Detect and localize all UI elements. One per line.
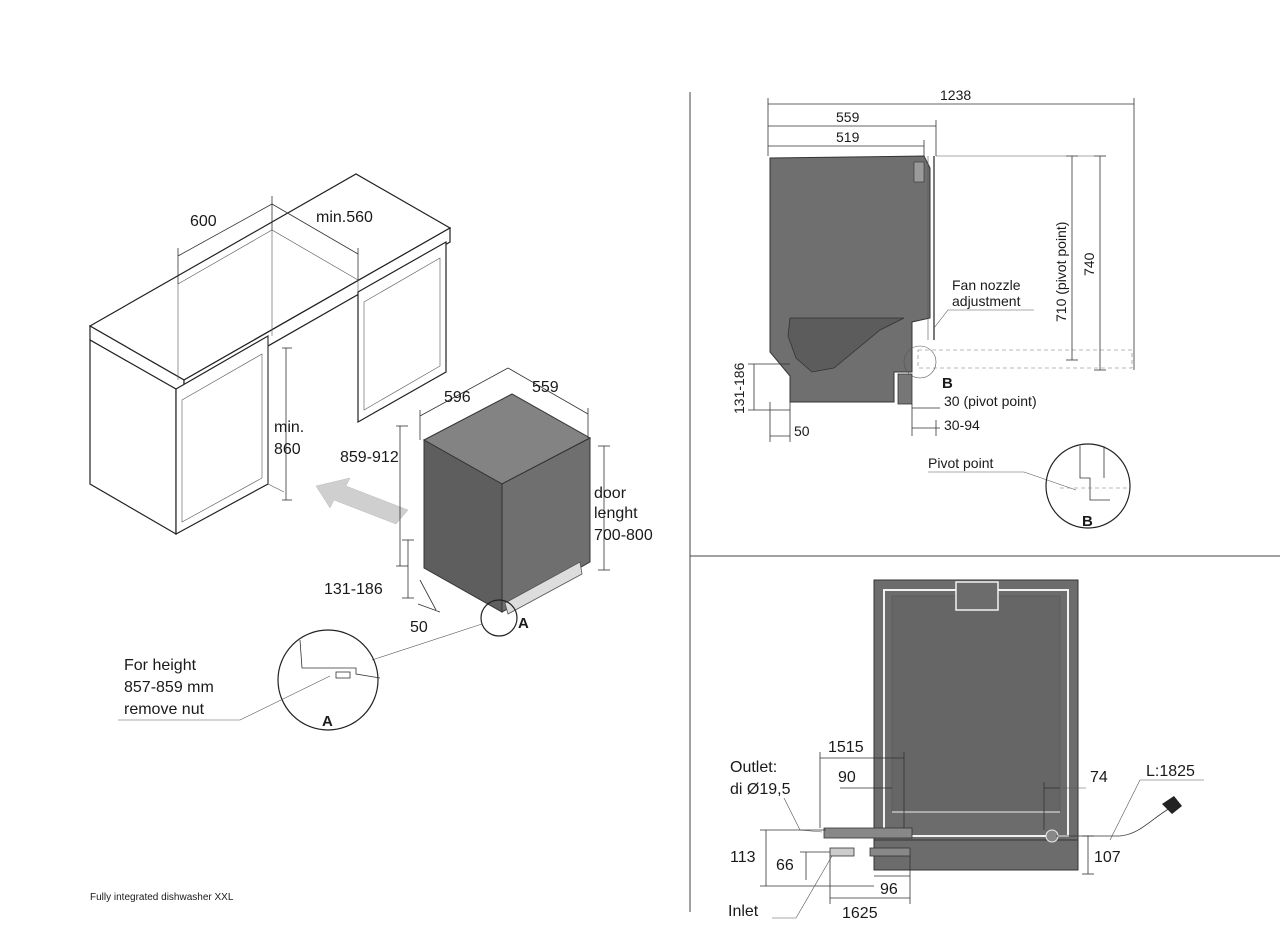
detail-b-label: B (1082, 513, 1093, 530)
dim-min: min. (274, 419, 304, 436)
outlet-line1: Outlet: (730, 759, 777, 776)
dim-740: 740 (1081, 252, 1097, 276)
dim-30-94: 30-94 (944, 417, 980, 433)
door-length-line1: door (594, 485, 627, 502)
dim-30-pivot: 30 (pivot point) (944, 393, 1037, 409)
drawing-caption: Fully integrated dishwasher XXL (90, 892, 234, 903)
dim-710: 710 (pivot point) (1053, 222, 1069, 322)
inlet-label: Inlet (728, 903, 759, 920)
dim-74: 74 (1090, 769, 1108, 786)
door-length-line3: 700-800 (594, 527, 653, 544)
detail-a-label: A (322, 713, 333, 730)
right-cabinet-door (363, 257, 441, 411)
dim-859-912: 859-912 (340, 449, 399, 466)
dim-min560: min.560 (316, 209, 373, 226)
dim-596: 596 (444, 389, 471, 406)
dim-1238: 1238 (940, 87, 971, 103)
dim-860: 860 (274, 441, 301, 458)
fan-nozzle-line1: Fan nozzle (952, 277, 1021, 293)
outlet-line2: di Ø19,5 (730, 781, 791, 798)
note-line2: 857-859 mm (124, 679, 214, 696)
note-line1: For height (124, 657, 197, 674)
dim-66: 66 (776, 857, 794, 874)
dim-559: 559 (532, 379, 559, 396)
side-body (769, 155, 931, 403)
dim-559-side: 559 (836, 109, 860, 125)
dim-1515: 1515 (828, 739, 864, 756)
left-cabinet-door (181, 353, 263, 523)
dim-519: 519 (836, 129, 860, 145)
detail-b-circle (1045, 443, 1131, 529)
door-length-line2: lenght (594, 505, 638, 522)
dim-131-186-side: 131-186 (731, 362, 747, 414)
pivot-point-label: Pivot point (928, 455, 993, 471)
detail-a-circle (277, 629, 379, 731)
dim-600: 600 (190, 213, 217, 230)
dim-131-186: 131-186 (324, 581, 383, 598)
dim-113: 113 (730, 849, 756, 866)
dishwasher-plinth (504, 561, 583, 615)
back-view: 1515 90 74 Outlet: di Ø19,5 L:1825 113 6… (728, 579, 1204, 922)
dim-107: 107 (1094, 849, 1121, 866)
marker-b: B (942, 375, 953, 392)
detail-marker-a (480, 599, 518, 637)
marker-a: A (518, 615, 529, 632)
note-line3: remove nut (124, 701, 205, 718)
insert-arrow (315, 477, 409, 525)
dim-50: 50 (410, 619, 428, 636)
side-view: 1238 559 519 B 710 (pivot point) 740 F (731, 87, 1135, 530)
dim-l1825: L:1825 (1146, 763, 1195, 780)
dim-96: 96 (880, 881, 898, 898)
dim-50-side: 50 (794, 423, 810, 439)
isometric-view: 600 min.560 min. 860 596 559 859-912 (88, 173, 653, 731)
dim-90: 90 (838, 769, 856, 786)
fan-nozzle-line2: adjustment (952, 293, 1021, 309)
dim-1625: 1625 (842, 905, 878, 922)
right-cabinet-front (357, 240, 447, 424)
